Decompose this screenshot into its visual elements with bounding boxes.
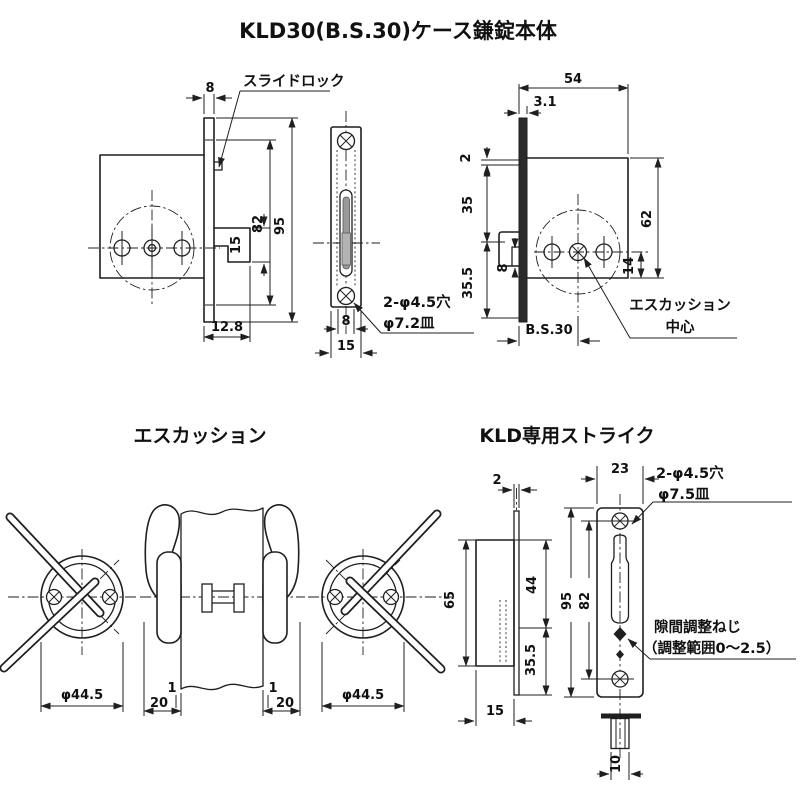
strike-side-dimensions <box>458 484 552 726</box>
dim-plate-height-95: 95 <box>560 592 575 610</box>
dim-gap-left-1: 1 <box>167 681 176 696</box>
rosette-side-right <box>262 551 288 644</box>
dim-plate-height-95: 95 <box>273 217 288 235</box>
dim-width-23: 23 <box>611 462 629 477</box>
dim-body-height-65: 65 <box>443 591 458 609</box>
dim-depth-12-8: 12.8 <box>211 320 243 335</box>
adjustment-screw <box>613 627 627 641</box>
rosette-side-left <box>156 551 182 644</box>
dim-front-width-54: 54 <box>564 72 582 87</box>
dim-faceplate-inner-8: 8 <box>341 314 350 329</box>
view-faceplate-front: 8 15 2-φ4.5穴 φ7.2皿 <box>313 111 474 358</box>
lock-body-left-dimensions <box>186 90 330 342</box>
escutcheon-center-label-1: エスカッション <box>629 297 731 314</box>
view-escutcheon-section: 1 20 1 20 <box>140 504 305 716</box>
section-dimensions <box>143 622 301 716</box>
strike-slot <box>610 534 630 624</box>
strike-countersink-label: φ7.5皿 <box>658 487 710 503</box>
dim-plate-thickness-2: 2 <box>492 473 501 488</box>
view-escutcheon-front-left: φ44.5 <box>0 512 136 712</box>
strike-body <box>475 539 515 667</box>
view-escutcheon-front-right: φ44.5 <box>308 509 452 712</box>
dim-depth-right-20: 20 <box>276 696 294 711</box>
dim-below-center-14: 14 <box>622 257 637 275</box>
dim-diameter-left: φ44.5 <box>61 688 103 703</box>
strike-pin <box>597 713 643 780</box>
strike-front-dimensions <box>564 466 796 698</box>
dim-lower-35-5: 35.5 <box>461 267 476 299</box>
strike-plate-edge <box>513 510 520 696</box>
faceplate-edge <box>518 117 528 323</box>
dim-hook-8: 8 <box>496 263 511 272</box>
faceplate-holes-label: 2-φ4.5穴 <box>383 293 451 311</box>
adjust-screw-label-2: （調整範囲0〜2.5） <box>643 639 780 657</box>
spindle <box>201 583 245 613</box>
dim-offset-3-1: 3.1 <box>533 95 556 110</box>
dim-diameter-right: φ44.5 <box>342 688 384 703</box>
dim-upper-44: 44 <box>525 576 540 594</box>
rosette-outer <box>40 555 124 639</box>
sheet-title: KLD30(B.S.30)ケース鎌錠本体 <box>239 19 558 43</box>
dim-flange-2: 2 <box>459 153 474 162</box>
view-lock-body-right: 54 3.1 2 35 35.5 8 62 14 B.S.30 エスカッション … <box>459 72 737 346</box>
view-lock-body-left: 8 スライドロック 82 95 15 12.8 <box>88 73 345 342</box>
dim-depth-left-20: 20 <box>150 696 168 711</box>
dim-faceplate-width-15: 15 <box>337 339 355 354</box>
lever-handles-right <box>340 509 446 674</box>
dim-upper-35: 35 <box>461 196 476 214</box>
lock-body-right-geometry <box>498 117 650 323</box>
backset-label: B.S.30 <box>525 323 572 338</box>
view-strike-front: 23 95 82 2-φ4.5穴 φ7.5皿 隙間調整ねじ （調整範囲0〜2.5… <box>560 462 796 780</box>
escutcheon-center-label-2: 中心 <box>666 318 695 336</box>
dim-gap-right-1: 1 <box>268 681 277 696</box>
strike-holes-label: 2-φ4.5穴 <box>656 464 724 482</box>
faceplate-geometry <box>313 111 380 334</box>
dim-body-top-width: 8 <box>205 81 214 96</box>
adjust-screw-label-1: 隙間調整ねじ <box>654 618 741 636</box>
view-strike-side: 2 65 44 35.5 15 <box>443 473 552 726</box>
rosette-outer <box>321 555 405 639</box>
strike-plate <box>596 507 644 698</box>
dim-height-62: 62 <box>640 210 655 228</box>
faceplate-countersink-label: φ7.2皿 <box>383 316 435 332</box>
dim-hole-span-82: 82 <box>251 215 266 233</box>
faceplate-dimensions <box>315 302 474 358</box>
dim-lower-35-5: 35.5 <box>524 644 539 676</box>
dim-pin-10: 10 <box>609 755 624 773</box>
lever-handles-left <box>0 512 105 673</box>
strike-heading: KLD専用ストライク <box>479 425 654 447</box>
slide-lock-label: スライドロック <box>243 73 345 90</box>
dim-hole-span-82: 82 <box>578 592 593 610</box>
lock-body-right-dimensions <box>481 84 737 346</box>
lock-body-left-geometry <box>88 117 251 323</box>
dim-body-width-15: 15 <box>486 704 504 719</box>
escutcheon-heading: エスカッション <box>133 425 266 447</box>
dim-hook-15: 15 <box>229 236 244 254</box>
